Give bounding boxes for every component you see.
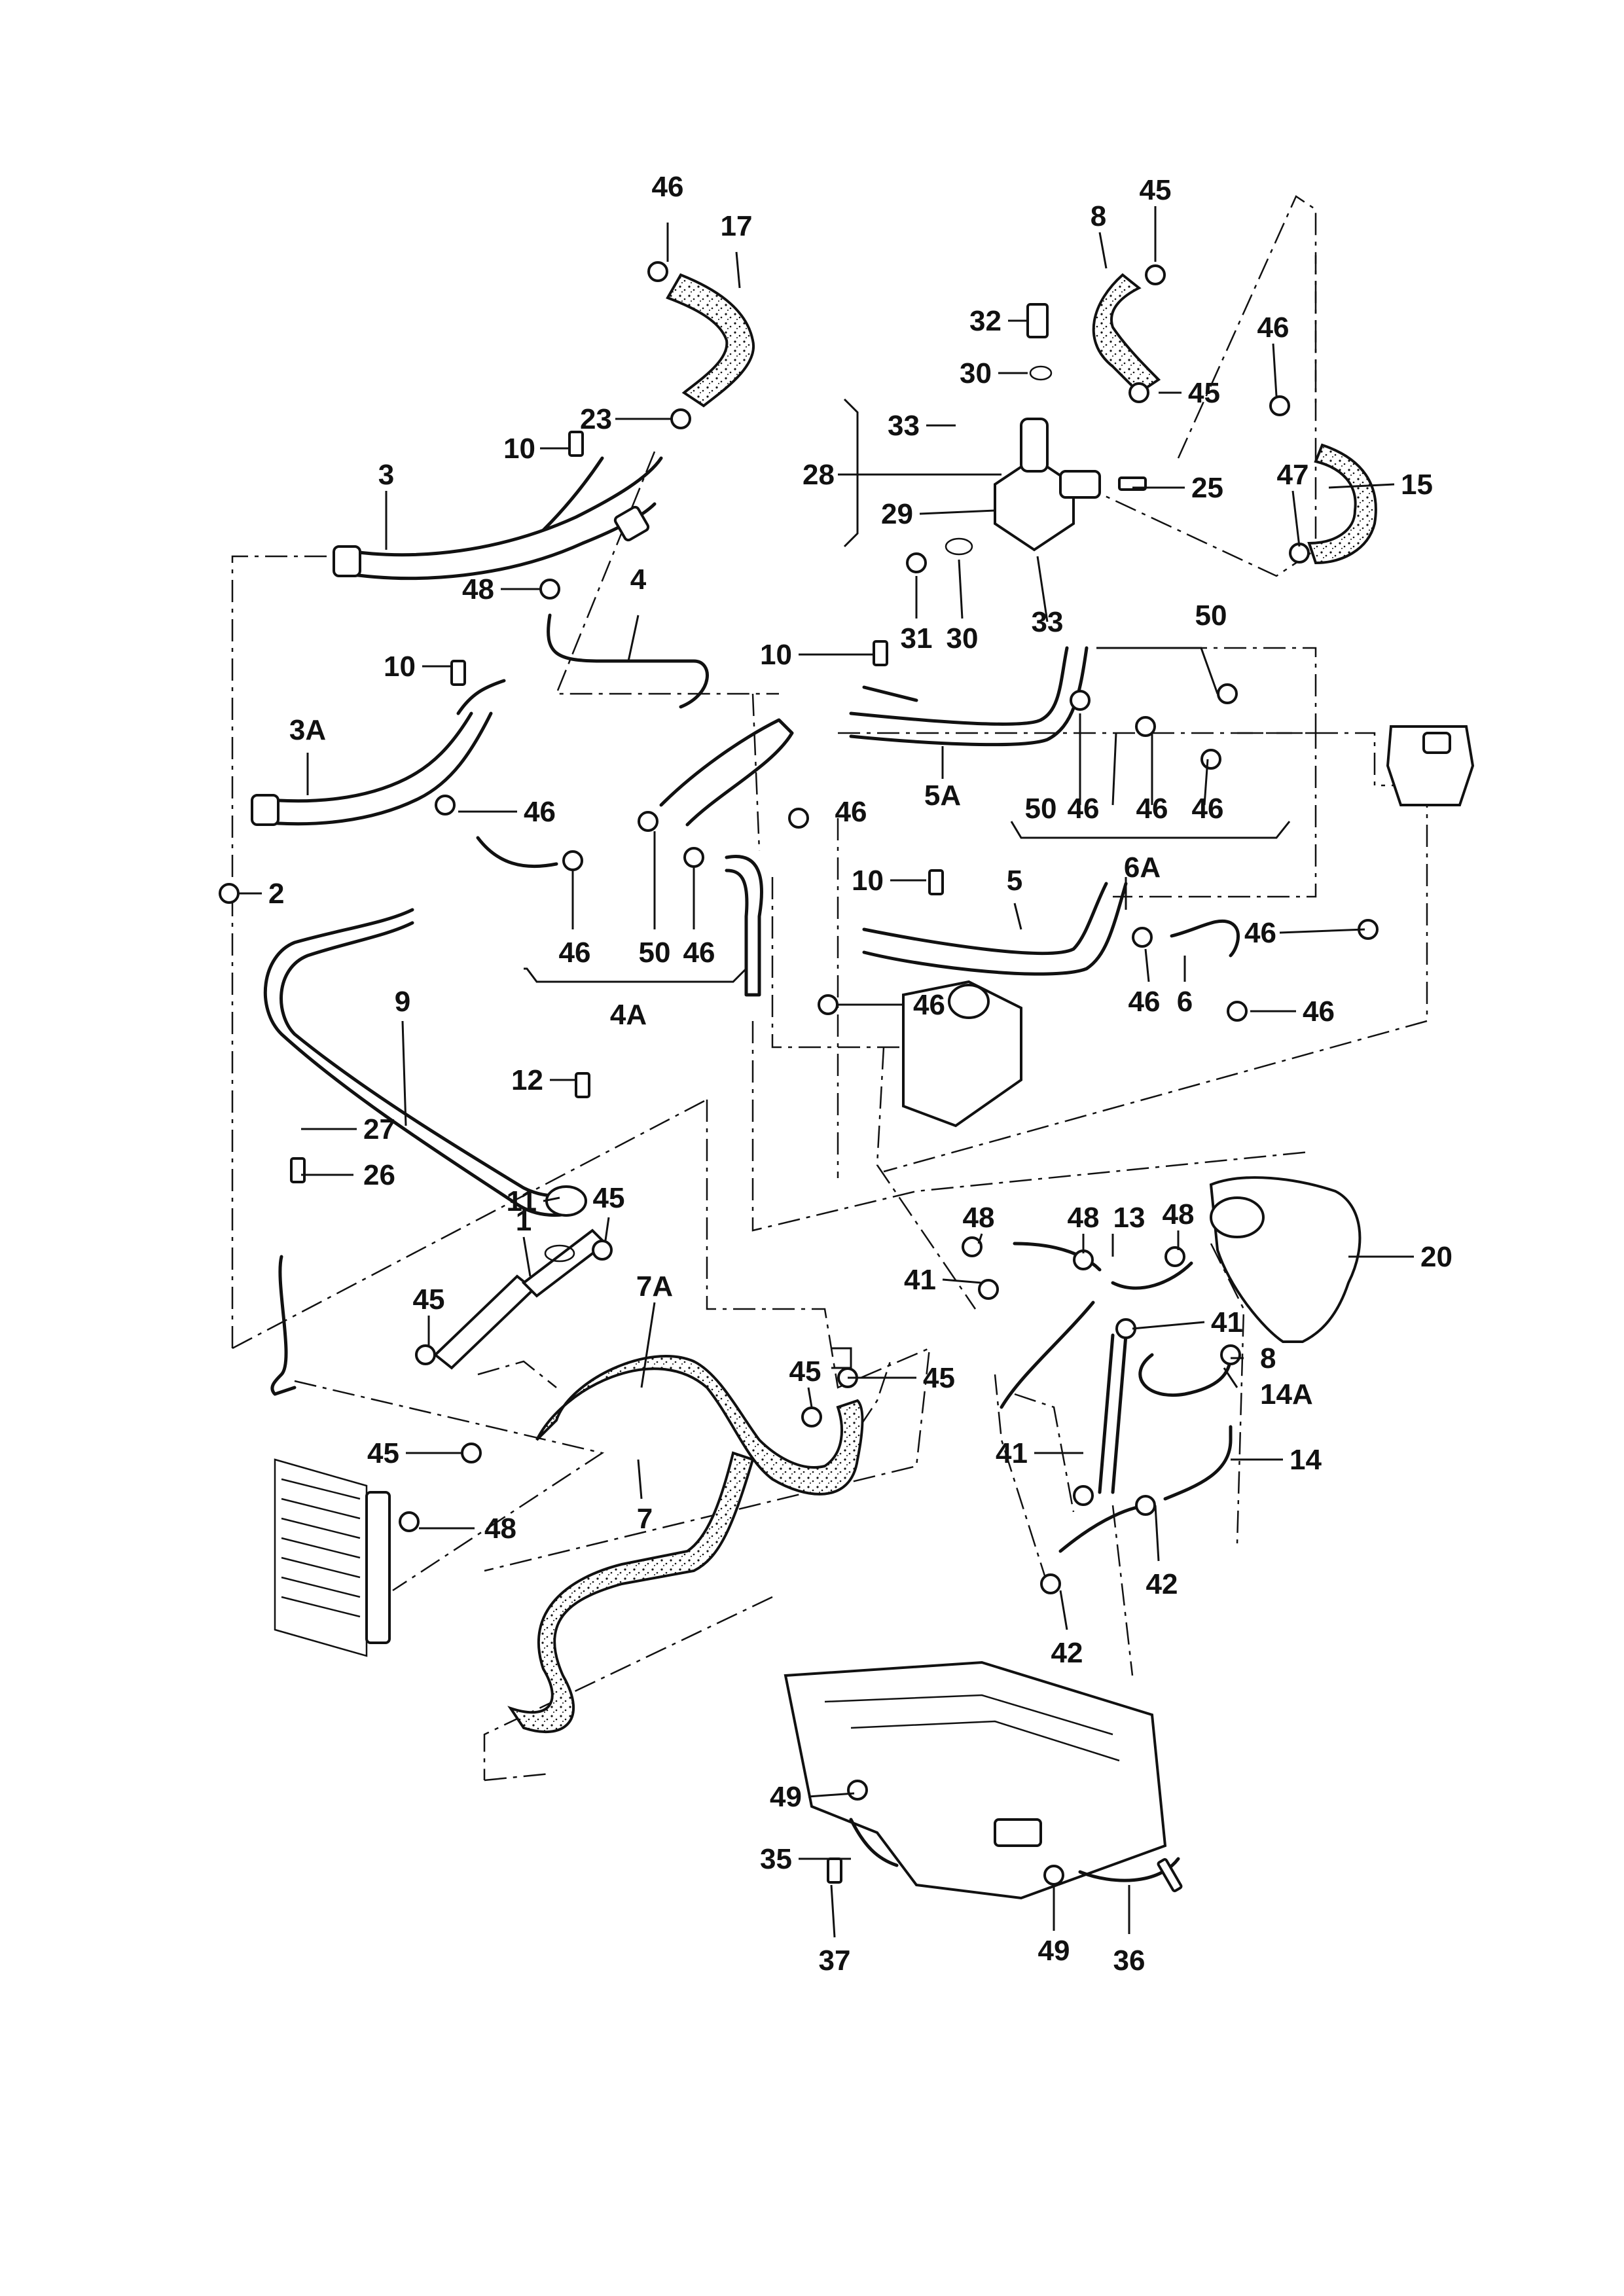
callout-4: 4 (630, 564, 647, 596)
callout-46: 46 (1068, 793, 1100, 825)
callout-36: 36 (1113, 1945, 1146, 1977)
assembly-dashed-lines (231, 195, 1453, 1782)
callout-50: 50 (639, 937, 671, 969)
callout-28: 28 (803, 459, 835, 491)
callout-13: 13 (1113, 1202, 1146, 1234)
callout-31: 31 (901, 622, 933, 655)
callout-46: 46 (1303, 996, 1335, 1028)
callout-labels: 46 17 23 10 3 48 4 10 3A 46 2 46 50 46 4… (268, 171, 1453, 1977)
callout-41: 41 (996, 1437, 1028, 1469)
callout-46: 46 (1244, 917, 1276, 949)
callout-20: 20 (1420, 1241, 1453, 1273)
callout-33: 33 (1032, 606, 1064, 638)
callout-10: 10 (760, 639, 792, 671)
callout-1: 1 (516, 1205, 532, 1237)
callout-47: 47 (1277, 459, 1309, 491)
callout-33: 33 (888, 410, 920, 442)
callout-46: 46 (835, 796, 867, 828)
callout-8: 8 (1260, 1342, 1276, 1374)
callout-32: 32 (969, 305, 1001, 337)
callout-8: 8 (1091, 200, 1106, 232)
lower-left-hoses (274, 1229, 864, 1734)
callout-7A: 7A (636, 1270, 673, 1302)
callout-45: 45 (789, 1355, 821, 1388)
callout-10: 10 (852, 865, 884, 897)
callout-35: 35 (760, 1843, 792, 1875)
callout-50: 50 (1025, 793, 1057, 825)
callout-49: 49 (1038, 1935, 1070, 1967)
callout-3A: 3A (289, 714, 326, 746)
callout-14: 14 (1290, 1444, 1322, 1476)
callout-15: 15 (1401, 469, 1433, 501)
callout-23: 23 (580, 403, 612, 435)
callout-48: 48 (963, 1202, 995, 1234)
callout-3: 3 (378, 459, 394, 491)
callout-46: 46 (683, 937, 715, 969)
callout-46: 46 (1192, 793, 1224, 825)
callout-46: 46 (1136, 793, 1168, 825)
callout-45: 45 (1140, 174, 1172, 206)
callout-45: 45 (1188, 377, 1220, 409)
callout-6A: 6A (1124, 852, 1161, 884)
callout-46: 46 (1128, 986, 1161, 1018)
callout-25: 25 (1191, 472, 1223, 504)
callout-11: 11 (506, 1185, 537, 1217)
callout-46: 46 (559, 937, 591, 969)
callout-4A: 4A (610, 999, 647, 1031)
callout-42: 42 (1051, 1637, 1083, 1669)
callout-30: 30 (947, 622, 979, 655)
lower-right-parts (784, 1176, 1362, 1900)
callout-46: 46 (524, 796, 556, 828)
callout-46: 46 (913, 989, 945, 1021)
callout-5A: 5A (924, 780, 961, 812)
upper-left-hoses (251, 273, 794, 1396)
callout-48: 48 (1163, 1198, 1195, 1230)
callout-48: 48 (484, 1513, 516, 1545)
callout-37: 37 (819, 1945, 851, 1977)
callout-48: 48 (462, 573, 494, 605)
callout-46: 46 (1257, 312, 1290, 344)
callout-41: 41 (904, 1264, 936, 1296)
callout-12: 12 (511, 1064, 543, 1096)
callout-10: 10 (503, 433, 535, 465)
callout-49: 49 (770, 1781, 802, 1813)
callout-29: 29 (881, 498, 913, 530)
callout-9: 9 (395, 986, 410, 1018)
callout-26: 26 (363, 1159, 395, 1191)
callout-45: 45 (367, 1437, 399, 1469)
callout-41: 41 (1211, 1306, 1243, 1338)
callout-45: 45 (593, 1182, 625, 1214)
callout-17: 17 (721, 210, 753, 242)
callout-30: 30 (960, 357, 992, 389)
callout-6: 6 (1177, 986, 1193, 1018)
callout-50: 50 (1195, 600, 1227, 632)
leader-lines (239, 206, 1414, 1938)
callout-14A: 14A (1260, 1378, 1313, 1410)
upper-right-parts (849, 273, 1475, 1128)
callout-45: 45 (923, 1362, 955, 1394)
callout-2: 2 (268, 878, 284, 910)
callout-48: 48 (1068, 1202, 1100, 1234)
callout-27: 27 (363, 1113, 395, 1145)
callout-5: 5 (1007, 865, 1022, 897)
callout-42: 42 (1146, 1568, 1178, 1600)
callout-45: 45 (413, 1283, 445, 1316)
callout-7: 7 (637, 1503, 653, 1535)
callout-10: 10 (384, 651, 416, 683)
callout-46: 46 (652, 171, 684, 203)
clips-and-screws (219, 261, 1379, 1893)
